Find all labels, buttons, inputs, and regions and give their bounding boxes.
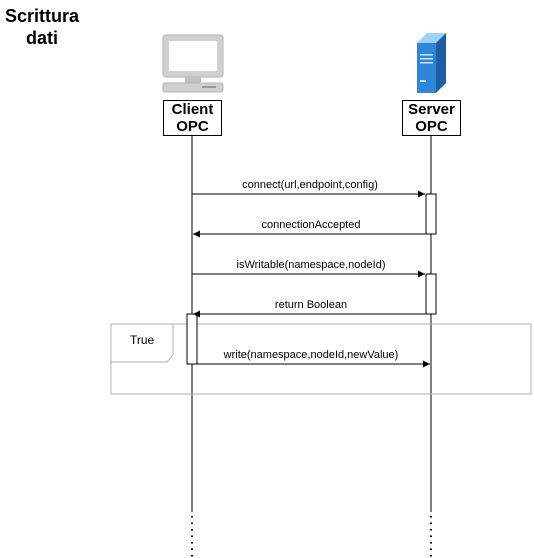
diagram-title: Scrittura dati	[0, 5, 84, 49]
fragment-condition-label: True	[130, 333, 155, 347]
client-activation-bar	[186, 313, 198, 365]
server-tower-icon	[417, 33, 446, 93]
fragment-tab	[110, 323, 174, 363]
client-label-line-2: OPC	[176, 118, 209, 135]
server-actor-label: Server OPC	[402, 100, 461, 136]
title-line-1: Scrittura	[4, 6, 80, 26]
message-label: connect(url,endpoint,config)	[242, 179, 378, 191]
client-label-line-1: Client	[171, 101, 214, 118]
server-label-line-2: OPC	[415, 118, 448, 135]
message-label: isWritable(namespace,nodeId)	[236, 259, 386, 271]
message-label: connectionAccepted	[261, 219, 361, 231]
message-label: return Boolean	[274, 299, 348, 311]
alt-fragment	[110, 323, 532, 395]
server-activation-bar	[425, 273, 437, 315]
title-line-2: dati	[25, 28, 58, 48]
message-label: write(namespace,nodeId,newValue)	[223, 349, 399, 361]
computer-icon	[162, 34, 224, 93]
server-activation-bar	[425, 193, 437, 235]
server-label-line-1: Server	[408, 101, 455, 118]
client-actor-label: Client OPC	[163, 100, 222, 136]
